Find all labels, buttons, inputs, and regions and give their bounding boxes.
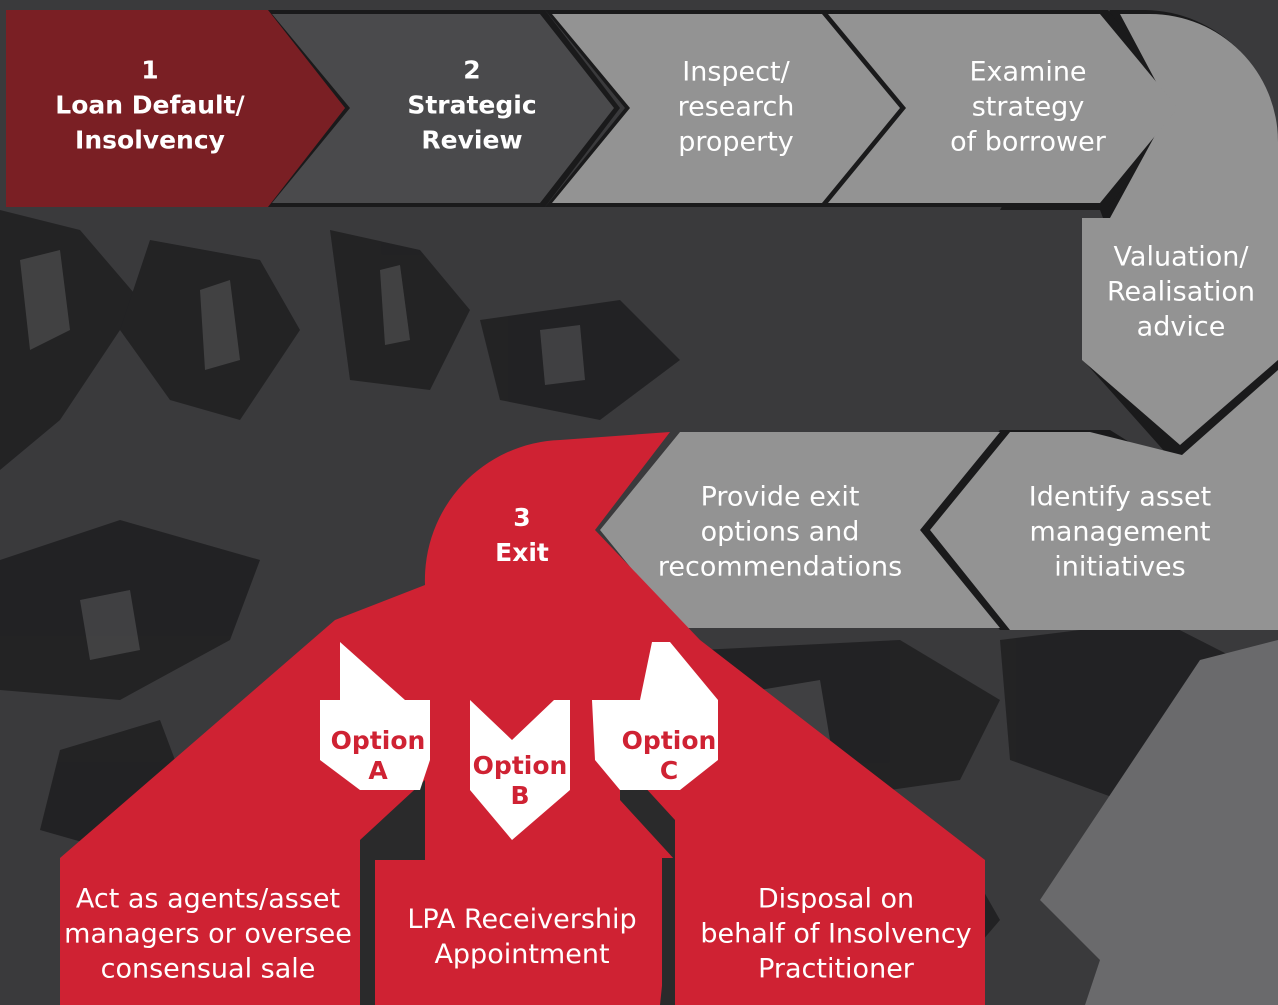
process-examine-line3: of borrower <box>950 126 1106 158</box>
outcome-a-line2: managers or oversee <box>64 918 352 950</box>
outcome-a-label: Act as agents/asset managers or oversee … <box>64 882 352 987</box>
chevron-loan-default <box>6 10 345 207</box>
process-valuation-line2: Realisation <box>1106 276 1256 308</box>
process-provide-line3: recommendations <box>657 551 903 583</box>
option-c-label: Option C <box>622 726 717 786</box>
outcome-separator-left <box>360 780 425 1005</box>
option-b-label: Option B <box>473 751 568 811</box>
outcome-b-line2: Appointment <box>434 939 610 970</box>
process-examine-line1: Examine <box>969 56 1087 88</box>
chevron-inspect <box>552 14 900 203</box>
process-inspect-label: Inspect/ research property <box>678 55 795 160</box>
step-strategic-review-line2: Review <box>421 125 523 155</box>
option-c-arrow <box>592 642 718 790</box>
option-a-arrow <box>320 642 430 790</box>
outcome-gap-right <box>662 858 675 1005</box>
process-identify-line1: Identify asset <box>1028 481 1212 513</box>
step-loan-default-line1: Loan Default/ <box>55 90 245 120</box>
process-inspect-line1: Inspect/ <box>682 56 790 88</box>
process-inspect-line3: property <box>678 126 794 158</box>
process-valuation-line3: advice <box>1136 311 1226 343</box>
step-strategic-review-label: 2 Strategic Review <box>407 53 536 158</box>
step-exit-label: 3 Exit <box>495 500 549 570</box>
option-b-line2: B <box>510 781 530 810</box>
outcome-gap-left <box>362 858 375 1005</box>
process-examine-label: Examine strategy of borrower <box>950 55 1106 160</box>
outcome-c-label: Disposal on behalf of Insolvency Practit… <box>700 882 971 987</box>
chevron-identify <box>930 370 1278 630</box>
process-inspect-line2: research <box>677 91 795 123</box>
outcome-separator-right <box>620 760 675 1005</box>
option-a-line2: A <box>368 756 388 785</box>
outcome-c-line3: Practitioner <box>758 953 914 985</box>
process-examine-line2: strategy <box>971 91 1085 123</box>
process-valuation-line1: Valuation/ <box>1113 241 1249 273</box>
exit-shape <box>60 432 985 1005</box>
option-c-line1: Option <box>621 726 717 755</box>
chevron-valuation <box>1082 14 1278 445</box>
chevron-provide <box>600 432 1000 628</box>
outcome-c-line1: Disposal on <box>757 883 915 915</box>
chevron-examine <box>828 14 1178 203</box>
step-strategic-review-line1: Strategic <box>407 90 537 120</box>
outcome-a-line1: Act as agents/asset <box>75 883 341 915</box>
step-strategic-review-number: 2 <box>463 55 481 85</box>
process-provide-line2: options and <box>700 516 860 548</box>
step-loan-default-number: 1 <box>141 55 159 85</box>
outcome-b-line1: LPA Receivership <box>407 904 637 935</box>
option-b-arrow <box>470 700 570 840</box>
process-identify-line2: management <box>1029 516 1211 548</box>
option-b-line1: Option <box>472 751 568 780</box>
decorative-arrow-lower-right <box>1040 640 1278 1005</box>
step-loan-default-label: 1 Loan Default/ Insolvency <box>55 53 244 158</box>
outcome-b-label: LPA Receivership Appointment <box>407 902 636 972</box>
process-provide-line1: Provide exit <box>700 481 860 513</box>
step-loan-default-line2: Insolvency <box>75 125 225 155</box>
process-provide-label: Provide exit options and recommendations <box>658 480 902 585</box>
outcome-a-line3: consensual sale <box>100 953 316 985</box>
option-c-line2: C <box>659 756 679 785</box>
chevron-strategic-review-fill <box>272 14 614 203</box>
option-a-line1: Option <box>330 726 426 755</box>
step-exit-line1: Exit <box>495 538 549 567</box>
process-valuation-label: Valuation/ Realisation advice <box>1107 240 1255 345</box>
process-identify-line3: initiatives <box>1054 551 1186 583</box>
process-identify-label: Identify asset management initiatives <box>1029 480 1211 585</box>
outcome-c-line2: behalf of Insolvency <box>700 918 972 950</box>
step-exit-number: 3 <box>513 503 531 532</box>
option-a-label: Option A <box>331 726 426 786</box>
